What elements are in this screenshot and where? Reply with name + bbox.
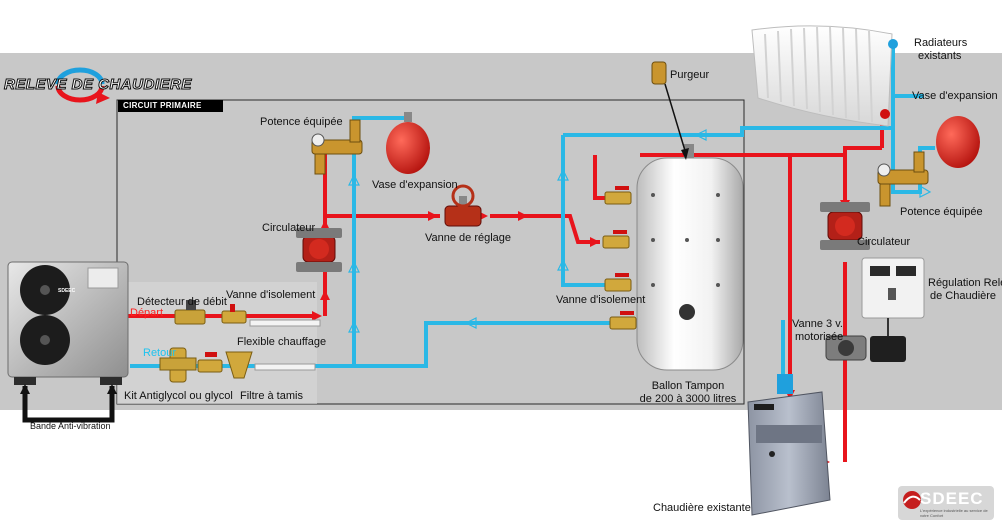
zone-title: CIRCUIT PRIMAIRE xyxy=(118,100,223,112)
existing-boiler xyxy=(747,374,831,516)
accessory-zone xyxy=(117,282,317,404)
buffer-tank xyxy=(636,144,744,371)
label-retour: Retour xyxy=(143,347,177,359)
circulator-pump-right xyxy=(820,202,870,250)
heat-pump xyxy=(7,261,129,385)
label-kit-antiglycol: Kit Antiglycol ou glycol xyxy=(124,390,233,402)
cold-flow-arrows xyxy=(348,129,932,333)
circulator-pump-left xyxy=(296,228,342,272)
label-vanne-reglage: Vanne de réglage xyxy=(425,232,512,244)
expansion-vessel-right xyxy=(936,116,980,168)
anti-vibration-band xyxy=(22,386,115,423)
expansion-vessel-left xyxy=(386,112,430,174)
label-potence-right: Potence équipée xyxy=(900,206,983,218)
tank-valves xyxy=(602,186,637,330)
radiator xyxy=(751,25,898,127)
brand-name: SDEEC xyxy=(920,489,984,508)
label-chaudiere: Chaudière existante xyxy=(653,502,751,514)
equipped-fitting-right xyxy=(877,151,929,207)
label-bande: Bande Anti-vibration xyxy=(30,421,111,431)
three-way-valve xyxy=(825,335,867,361)
logo-swirl xyxy=(55,67,110,104)
flow-detector xyxy=(174,300,206,325)
brand-tagline: L'expérience industrielle au service de … xyxy=(920,508,988,518)
label-depart: Départ xyxy=(130,307,164,319)
equipped-fitting-left xyxy=(311,119,363,175)
label-ballon-line2: de 200 à 3000 litres xyxy=(639,393,737,405)
label-potence-left: Potence équipée xyxy=(260,116,343,128)
isolation-valve-left-bottom xyxy=(197,352,223,373)
label-detecteur: Détecteur de débit xyxy=(137,296,227,308)
label-vanne-isolement-right: Vanne d'isolement xyxy=(556,294,646,306)
logo-text: RELEVE DE CHAUDIERE xyxy=(4,76,192,94)
sdeec-logo-mark xyxy=(898,486,994,520)
label-circulateur-left: Circulateur xyxy=(262,222,316,234)
label-vanne3v-line1: Vanne 3 v. xyxy=(792,318,843,330)
label-circulateur-right: Circulateur xyxy=(857,236,911,248)
label-filtre: Filtre à tamis xyxy=(240,390,303,402)
air-vent xyxy=(651,61,689,160)
label-vase-right: Vase d'expansion xyxy=(912,90,998,102)
label-regulation-line2: de Chaudière xyxy=(930,290,997,302)
strainer-filter xyxy=(225,351,253,379)
label-ballon-line1: Ballon Tampon xyxy=(651,380,725,392)
label-vanne3v-line2: motorisée xyxy=(795,331,844,343)
label-radiateurs-line2: existants xyxy=(918,50,962,62)
regulation-box xyxy=(861,257,925,362)
label-radiateurs-line1: Radiateurs xyxy=(914,37,968,49)
label-flexible: Flexible chauffage xyxy=(237,336,327,348)
antiglycol-kit xyxy=(159,347,197,383)
regulating-valve xyxy=(444,184,482,227)
label-vanne-isolement-left: Vanne d'isolement xyxy=(226,289,316,301)
label-regulation-line1: Régulation Relève xyxy=(928,277,1002,289)
label-purgeur: Purgeur xyxy=(670,69,710,81)
isolation-valve-left-top xyxy=(221,304,247,324)
heat-pump-badge: SDEEC xyxy=(58,288,76,294)
primary-circuit-frame xyxy=(116,99,745,405)
flexible-hose xyxy=(249,319,321,327)
label-vase-left: Vase d'expansion xyxy=(372,179,458,191)
